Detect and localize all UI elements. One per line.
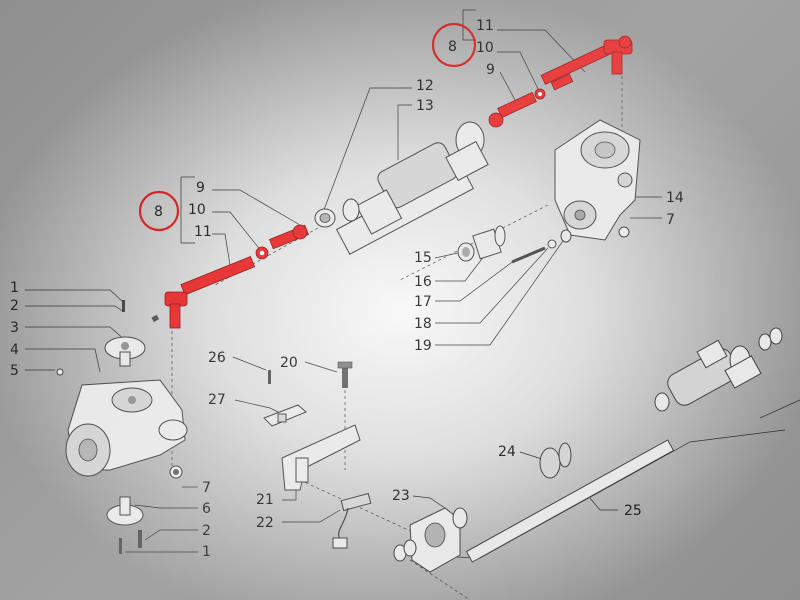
callout-8-top: 8 <box>448 39 457 55</box>
callout-5: 5 <box>10 363 19 379</box>
callout-16: 16 <box>414 274 432 290</box>
axle-shaft <box>393 327 783 573</box>
highlight-ring-top <box>431 22 477 68</box>
tie-rod-assembly-top <box>488 35 633 128</box>
callout-7-right: 7 <box>666 212 675 228</box>
callout-2-upper: 2 <box>10 298 19 314</box>
bushing-group <box>457 225 572 264</box>
callout-8-left: 8 <box>154 204 163 220</box>
callout-19: 19 <box>414 338 432 354</box>
highlight-ring-left <box>138 190 180 232</box>
callout-26: 26 <box>208 350 226 366</box>
callout-12: 12 <box>416 78 434 94</box>
callout-20: 20 <box>280 355 298 371</box>
steering-knuckle-right <box>554 119 641 241</box>
callout-11-top: 11 <box>476 18 494 34</box>
callout-18: 18 <box>414 316 432 332</box>
callout-25: 25 <box>624 503 642 519</box>
tie-rod-assembly-left <box>164 224 310 329</box>
callout-22: 22 <box>256 515 274 531</box>
callout-10-top: 10 <box>476 40 494 56</box>
callout-21: 21 <box>256 492 274 508</box>
callout-27: 27 <box>208 392 226 408</box>
callout-6: 6 <box>202 501 211 517</box>
callout-1-upper: 1 <box>10 280 19 296</box>
callout-9-top: 9 <box>486 62 495 78</box>
steering-knuckle-left <box>56 300 188 554</box>
callout-2-lower: 2 <box>202 523 211 539</box>
callout-17: 17 <box>414 294 432 310</box>
steering-cylinder <box>314 121 489 255</box>
callout-7-left: 7 <box>202 480 211 496</box>
callout-11-left: 11 <box>194 224 212 240</box>
callout-3: 3 <box>10 320 19 336</box>
callout-23: 23 <box>392 488 410 504</box>
sensor-bracket <box>263 361 372 549</box>
callout-15: 15 <box>414 250 432 266</box>
callout-1-lower: 1 <box>202 544 211 560</box>
callout-4: 4 <box>10 342 19 358</box>
callout-labels: 11 10 9 8 12 13 9 10 11 8 14 7 15 16 17 … <box>10 18 684 560</box>
callout-14: 14 <box>666 190 684 206</box>
callout-24: 24 <box>498 444 516 460</box>
callout-9-left: 9 <box>196 180 205 196</box>
callout-13: 13 <box>416 98 434 114</box>
callout-10-left: 10 <box>188 202 206 218</box>
